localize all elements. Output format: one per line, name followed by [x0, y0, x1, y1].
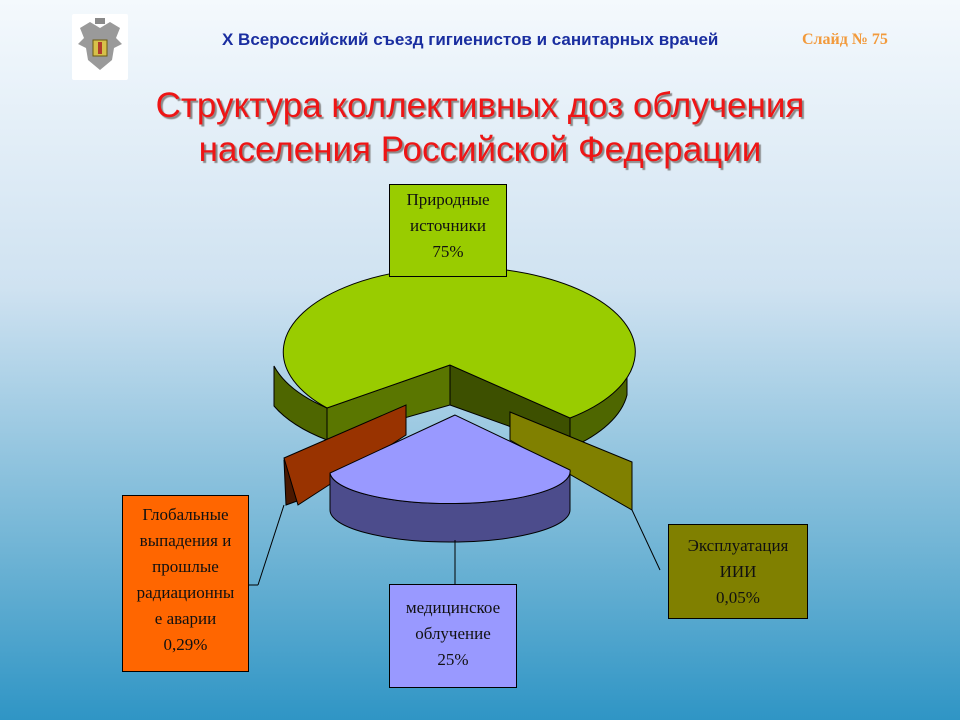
- slice-global-fallout: [283, 404, 407, 506]
- eagle-emblem-icon: [78, 18, 122, 70]
- leader-line-operation: [631, 509, 661, 571]
- label-global-line-3: прошлые: [152, 557, 219, 576]
- label-operation-line-2: ИИИ: [719, 562, 757, 581]
- label-natural-value: 75%: [432, 242, 464, 261]
- slide-number: Слайд № 75: [802, 31, 888, 48]
- slice-medical: [329, 414, 571, 505]
- label-operation-line-1: Эксплуатация: [687, 536, 789, 555]
- label-global-line-5: е аварии: [154, 609, 217, 628]
- label-global-value: 0,29%: [163, 635, 208, 654]
- label-natural-line-2: источники: [409, 216, 486, 235]
- label-global-fallout: Глобальные выпадения и прошлые радиацион…: [122, 495, 249, 672]
- label-global-line-1: Глобальные: [142, 505, 229, 524]
- page-title-line-1: Структура коллективных доз облучения: [155, 86, 805, 125]
- conference-title: X Всероссийский съезд гигиенистов и сани…: [222, 30, 719, 49]
- label-medical: медицинское облучение 25%: [389, 584, 517, 688]
- page-title-line-2: населения Российской Федерации: [198, 130, 762, 169]
- emblem-logo: [72, 14, 128, 80]
- label-natural-line-1: Природные: [406, 190, 490, 209]
- label-medical-value: 25%: [437, 650, 469, 669]
- label-operation-value: 0,05%: [716, 588, 760, 607]
- page-title: Структура коллективных доз облучения нас…: [80, 84, 880, 172]
- label-natural: Природные источники 75%: [389, 184, 507, 277]
- label-operation: Эксплуатация ИИИ 0,05%: [668, 524, 808, 619]
- label-medical-line-1: медицинское: [405, 598, 501, 617]
- leader-line-global: [257, 504, 285, 586]
- label-medical-line-2: облучение: [415, 624, 491, 643]
- label-global-line-2: выпадения и: [139, 531, 232, 550]
- label-global-line-4: радиационны: [136, 583, 235, 602]
